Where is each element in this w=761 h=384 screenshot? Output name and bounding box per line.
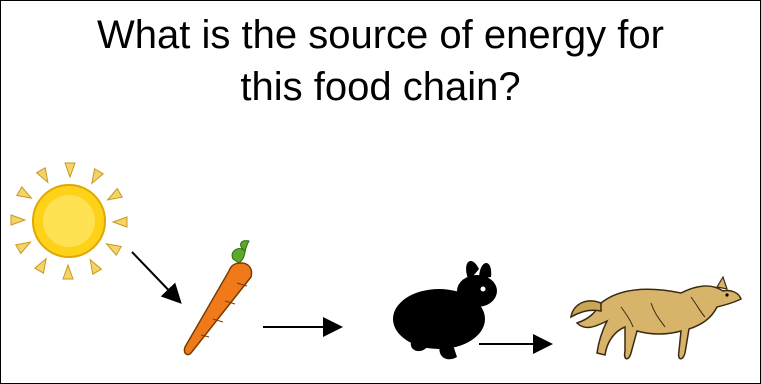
wolf-icon [571,277,741,359]
arrow-sun-to-carrot [132,252,179,301]
carrot-icon [184,241,251,355]
sun-icon [11,163,127,279]
